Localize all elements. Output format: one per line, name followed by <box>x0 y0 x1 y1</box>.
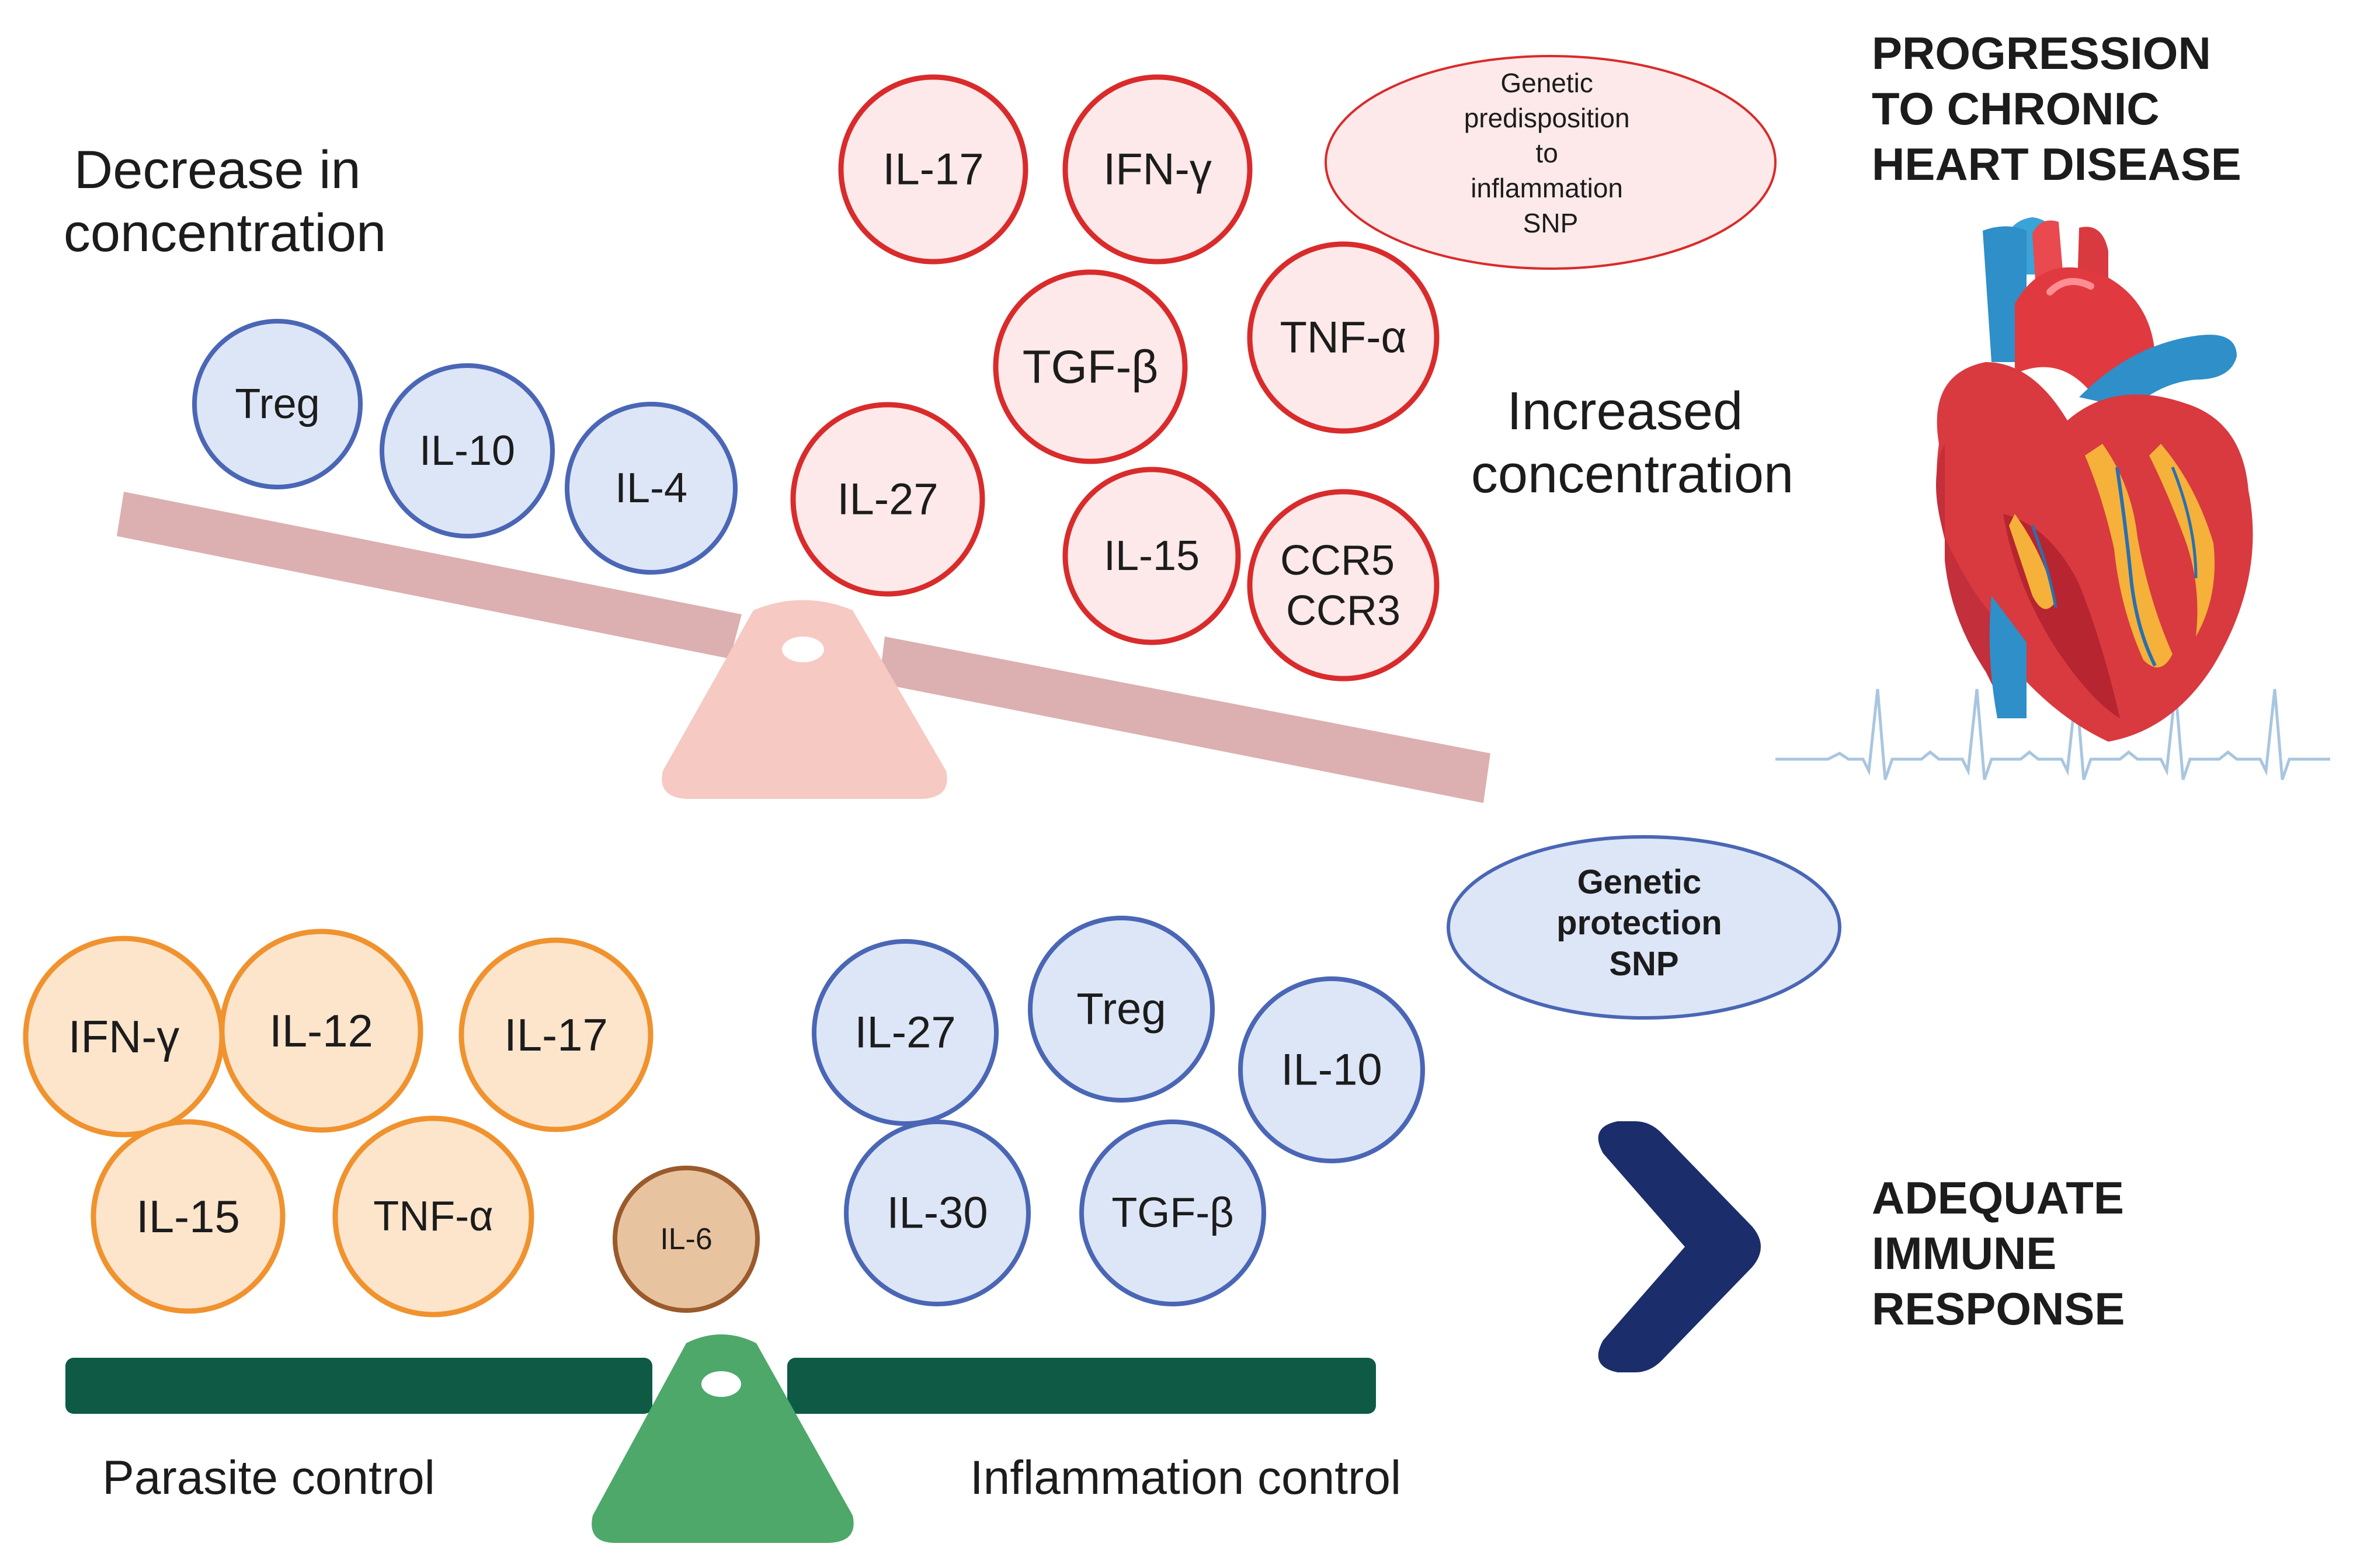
chevron-right-icon <box>1598 1121 1761 1372</box>
molecule-il30: IL-30 <box>844 1119 1031 1306</box>
increased-concentration-label: Increased concentration <box>1471 381 1794 504</box>
molecule-il17: IL-17 <box>838 74 1028 265</box>
molecule-il10: IL-10 <box>380 363 555 538</box>
inflammation-control-label: Inflammation control <box>970 1451 1401 1504</box>
molecule-il27: IL-27 <box>812 939 999 1126</box>
molecule-il12: IL-12 <box>219 929 423 1133</box>
molecule-il15: IL-15 <box>1062 467 1241 645</box>
molecule-tgf-beta: TGF-β <box>1079 1119 1266 1306</box>
bottom-seesaw-beam-right <box>787 1358 1376 1414</box>
adequate-immune-title: ADEQUATE IMMUNE RESPONSE <box>1872 1172 2137 1334</box>
bottom-parasite-molecules: IFN-γ IL-12 IL-17 IL-15 TNF-α IL-6 <box>23 929 760 1317</box>
heart-icon <box>1775 217 2330 780</box>
molecule-label: IL-10 <box>419 427 515 474</box>
molecule-treg: Treg <box>1028 916 1215 1103</box>
molecule-label: IL-4 <box>615 465 687 512</box>
genetic-predisposition-bubble: Genetic predisposition to inflammation S… <box>1325 55 1777 270</box>
molecule-il10: IL-10 <box>1238 976 1425 1163</box>
molecule-il15: IL-15 <box>91 1119 286 1314</box>
top-seesaw <box>117 492 1490 803</box>
top-increased-molecules: IL-17 IFN-γ TGF-β TNF-α IL-27 IL-15 CCR5… <box>790 74 1440 682</box>
top-seesaw-beam-left <box>117 492 742 659</box>
molecule-label: IL-30 <box>887 1188 988 1238</box>
parasite-control-label: Parasite control <box>102 1451 435 1504</box>
molecule-tnf-alpha: TNF-α <box>1247 241 1440 434</box>
molecule-il17: IL-17 <box>458 937 654 1132</box>
molecule-label: IFN-γ <box>68 1011 180 1062</box>
bottom-inflammation-molecules: IL-27 Treg IL-10 IL-30 TGF-β <box>812 916 1425 1306</box>
molecule-label: IFN-γ <box>1103 145 1212 194</box>
molecule-label: IL-15 <box>1104 533 1200 579</box>
genetic-protection-bubble: Genetic protection SNP <box>1447 835 1841 1020</box>
molecule-label: IL-27 <box>837 475 938 524</box>
molecule-label: IL-27 <box>854 1008 955 1058</box>
genetic-predisposition-text: Genetic predisposition to inflammation S… <box>1464 68 1638 238</box>
ecg-line <box>1775 689 2330 780</box>
top-decreased-molecules: Treg IL-10 IL-4 <box>192 319 738 575</box>
bottom-seesaw-pivot <box>701 1371 741 1397</box>
molecule-label: IL-10 <box>1281 1045 1382 1095</box>
molecule-il6: IL-6 <box>613 1166 760 1313</box>
molecule-il27: IL-27 <box>790 402 985 597</box>
progression-title: PROGRESSION TO CHRONIC HEART DISEASE <box>1872 27 2241 190</box>
molecule-label: IL-12 <box>269 1005 373 1056</box>
molecule-label: CCR5 CCR3 <box>1280 537 1406 634</box>
genetic-protection-text: Genetic protection SNP <box>1556 863 1732 983</box>
molecule-label: IL-17 <box>882 145 983 194</box>
molecule-label: TNF-α <box>1280 313 1407 363</box>
molecule-ifn-gamma: IFN-γ <box>1062 74 1253 265</box>
molecule-ifn-gamma: IFN-γ <box>23 936 225 1138</box>
molecule-tnf-alpha: TNF-α <box>332 1115 534 1317</box>
bottom-seesaw-beam-left <box>65 1358 652 1414</box>
molecule-il4: IL-4 <box>565 402 738 575</box>
molecule-label: Treg <box>1076 985 1166 1034</box>
molecule-label: TNF-α <box>373 1193 493 1240</box>
molecule-label: IL-6 <box>660 1222 712 1256</box>
molecule-ccr5-ccr3: CCR5 CCR3 <box>1247 489 1440 682</box>
molecule-tgf-beta: TGF-β <box>993 269 1188 464</box>
bottom-seesaw-fulcrum <box>592 1334 854 1543</box>
molecule-label: TGF-β <box>1023 341 1159 393</box>
molecule-label: Treg <box>235 381 319 427</box>
top-seesaw-beam-right <box>879 637 1490 803</box>
decrease-concentration-label: Decrease in concentration <box>64 140 386 263</box>
molecule-label: TGF-β <box>1111 1190 1233 1236</box>
molecule-label: IL-15 <box>136 1191 240 1242</box>
molecule-treg: Treg <box>192 319 363 489</box>
top-seesaw-fulcrum <box>662 600 947 799</box>
molecule-label: IL-17 <box>504 1009 608 1061</box>
bottom-seesaw <box>65 1334 1376 1543</box>
top-seesaw-pivot <box>782 637 824 662</box>
